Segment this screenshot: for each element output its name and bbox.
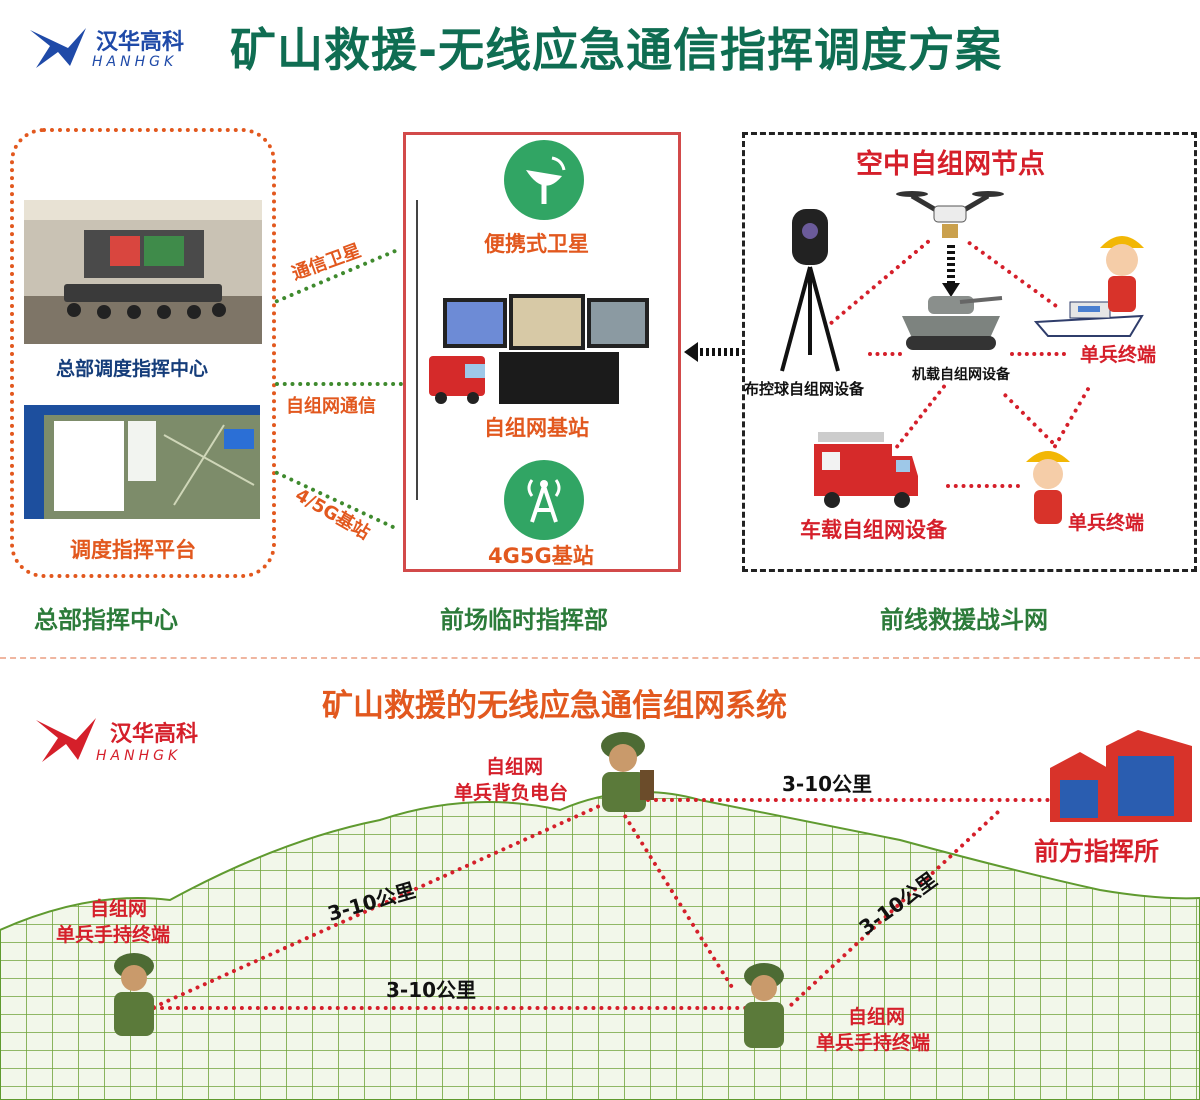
drone-icon [896,191,1004,238]
armored-vehicle-icon [902,296,1003,350]
satellite-dish-icon [504,140,584,220]
platform-label: 调度指挥平台 [70,538,196,562]
command-post-label: 前方指挥所 [1034,837,1160,866]
flow-arrow-icon [682,340,744,364]
portable-satellite-label: 便携式卫星 [484,232,589,256]
vehicle-device-label: 机载自组网设备 [912,367,1010,383]
bottom-logo-text-cn: 汉华高科 [110,722,199,747]
hq-panel-border [10,128,276,578]
mid-vertical-bar [416,200,418,500]
link-top-command [630,798,1050,802]
soldier-left-handheld-icon [114,953,154,1036]
vehicle-soldier-link [1010,352,1066,356]
adhoc-link-label: 自组网通信 [286,396,376,417]
left-terminal-label-line2: 单兵手持终端 [56,924,171,946]
field-command-border [403,132,681,572]
adhoc-base-station-label: 自组网基站 [484,416,589,440]
top-radio-label-line1: 自组网 [486,756,544,778]
soldier-backpack-radio-icon [601,732,654,812]
brand-logo: 汉华高科 HANHGK [28,18,218,78]
base-station-image [429,294,649,404]
bottom-logo-text-en: HANHGK [96,748,182,764]
soldier-right-handheld-icon [744,963,784,1048]
link-left-right [152,1006,764,1010]
soldier-terminal-top-label: 单兵终端 [1080,344,1157,366]
logo-text-en: HANHGK [92,54,178,70]
cellular-station-label: 4G5G基站 [488,544,594,568]
field-command-section-title: 前场临时指挥部 [440,606,608,634]
right-terminal-label-line1: 自组网 [848,1006,906,1028]
ptz-camera-tripod-icon [780,209,840,372]
bottom-logo-mark-icon [36,718,96,762]
control-room-image [24,200,262,344]
truck-device-label: 车载自组网设备 [800,518,947,542]
ptz-vehicle-link [868,352,902,356]
bottom-brand-logo: 汉华高科 HANHGK [34,712,234,772]
adhoc-link [275,382,403,386]
cell-tower-icon [504,460,584,540]
dispatch-platform-screenshot [24,405,260,519]
air-node-title: 空中自组网节点 [856,149,1045,180]
logo-text-cn: 汉华高科 [96,30,185,55]
right-terminal-label-line2: 单兵手持终端 [816,1032,931,1054]
logo-mark-icon [30,28,86,68]
fire-truck-icon [814,432,918,508]
distance-label-top: 3-10公里 [782,772,873,796]
firefighter-top-icon [1100,236,1144,312]
page-title: 矿山救援-无线应急通信指挥调度方案 [230,23,1003,77]
bottom-title: 矿山救援的无线应急通信组网系统 [322,688,787,724]
hq-section-title: 总部指挥中心 [34,606,178,634]
left-terminal-label-line1: 自组网 [90,898,148,920]
frontline-section-title: 前线救援战斗网 [880,606,1048,634]
truck-soldier-link [946,484,1020,488]
frontline-network-border [742,132,1197,572]
command-post-building-icon [1050,730,1192,822]
distance-label-bottom: 3-10公里 [386,978,477,1002]
terrain-mesh [0,791,1200,1100]
boat-icon [1034,301,1144,337]
hq-room-label: 总部调度指挥中心 [56,358,209,380]
top-radio-label-line2: 单兵背负电台 [454,782,569,804]
firefighter-bottom-icon [1026,451,1070,524]
soldier-terminal-bottom-label: 单兵终端 [1068,512,1145,534]
section-divider [0,657,1200,659]
drone-down-arrow-icon [942,245,960,297]
ptz-device-label: 布控球自组网设备 [744,380,865,398]
